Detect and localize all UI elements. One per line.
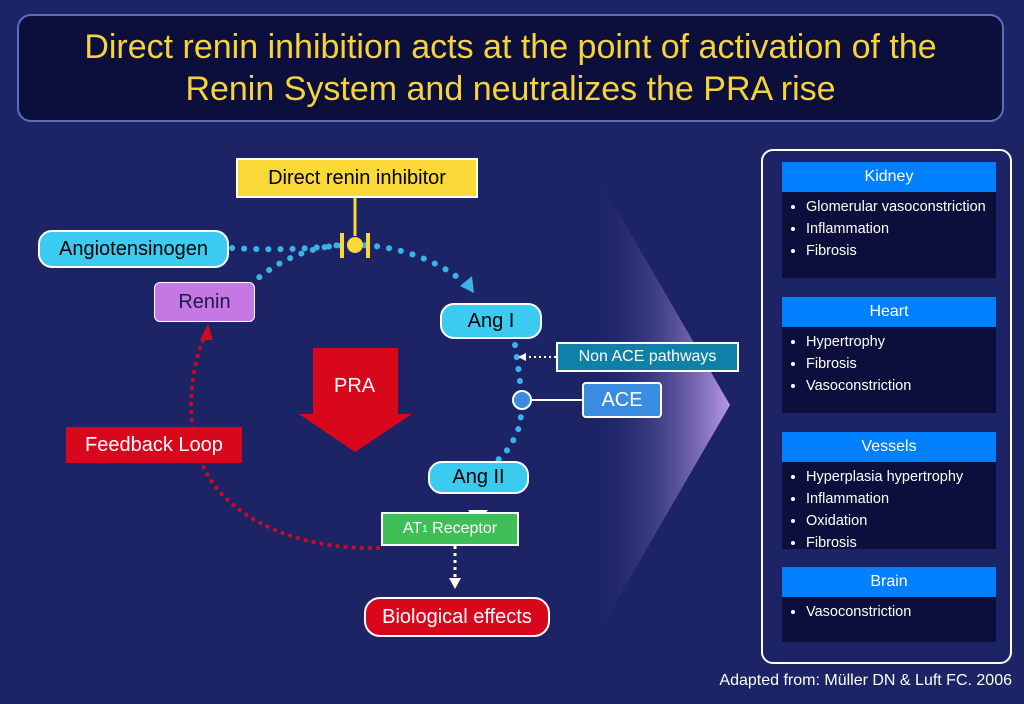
receptor-label-rest: Receptor <box>427 520 498 537</box>
biological-effects-node: Biological effects <box>364 597 550 637</box>
organ-effect-item: Hypertrophy <box>806 331 988 353</box>
ang1-node: Ang I <box>440 303 542 339</box>
receptor-label: AT <box>402 520 423 537</box>
arrowhead-to-ang1 <box>460 276 474 293</box>
pathway-renin-to-inhibitor <box>247 242 343 288</box>
organ-effects-list: Hypertrophy Fibrosis Vasoconstriction <box>782 327 996 401</box>
organ-header-kidney: Kidney <box>782 162 996 192</box>
organ-card-kidney: Kidney Glomerular vasoconstriction Infla… <box>782 162 996 278</box>
organ-header-vessels: Vessels <box>782 432 996 462</box>
organ-effect-item: Vasoconstriction <box>806 375 988 397</box>
organ-effect-item: Inflammation <box>806 488 988 510</box>
non-ace-arrowhead <box>518 353 526 361</box>
pra-down-arrow <box>299 348 412 452</box>
pathway-angiotensinogen-to-ang1 <box>229 241 468 286</box>
organ-effects-list: Glomerular vasoconstriction Inflammation… <box>782 192 996 266</box>
organ-card-vessels: Vessels Hyperplasia hypertrophy Inflamma… <box>782 432 996 551</box>
organ-card-heart: Heart Hypertrophy Fibrosis Vasoconstrict… <box>782 297 996 413</box>
receptor-subscript: 1 <box>422 523 428 535</box>
ang2-node: Ang II <box>428 461 529 494</box>
feedback-loop-path <box>189 333 380 551</box>
angiotensinogen-node: Angiotensinogen <box>38 230 229 268</box>
organ-effect-item: Oxidation <box>806 510 988 532</box>
organ-effect-item: Fibrosis <box>806 353 988 375</box>
ace-box: ACE <box>582 382 662 418</box>
organ-effect-item: Fibrosis <box>806 240 988 262</box>
citation: Adapted from: Müller DN & Luft FC. 2006 <box>719 672 1012 689</box>
inhibitor-dot <box>347 237 363 253</box>
organ-card-brain: Brain Vasoconstriction <box>782 567 996 642</box>
organ-effects-list: Hyperplasia hypertrophy Inflammation Oxi… <box>782 462 996 558</box>
non-ace-pathways-box: Non ACE pathways <box>556 342 739 372</box>
pathway-ang1-to-ang2 <box>487 342 525 468</box>
organ-effect-item: Inflammation <box>806 218 988 240</box>
organ-header-heart: Heart <box>782 297 996 327</box>
slide-title-line-2: Renin System and neutralizes the PRA ris… <box>185 70 836 108</box>
slide-title-line-1: Direct renin inhibition acts at the poin… <box>84 28 937 66</box>
feedback-loop-label: Feedback Loop <box>66 427 242 463</box>
feedback-arrowhead <box>200 324 213 340</box>
organ-effect-item: Vasoconstriction <box>806 601 988 623</box>
organ-effects-list: Vasoconstriction <box>782 597 996 627</box>
effects-arrowhead <box>449 578 461 589</box>
organ-effect-item: Fibrosis <box>806 532 988 554</box>
pra-label: PRA <box>334 375 376 397</box>
organ-header-brain: Brain <box>782 567 996 597</box>
ace-enzyme-dot <box>512 390 532 410</box>
renin-node: Renin <box>154 282 255 322</box>
organ-effect-item: Hyperplasia hypertrophy <box>806 466 988 488</box>
direct-renin-inhibitor-box: Direct renin inhibitor <box>236 158 478 198</box>
title-box: Direct renin inhibition acts at the poin… <box>17 14 1004 122</box>
organ-effect-item: Glomerular vasoconstriction <box>806 196 988 218</box>
